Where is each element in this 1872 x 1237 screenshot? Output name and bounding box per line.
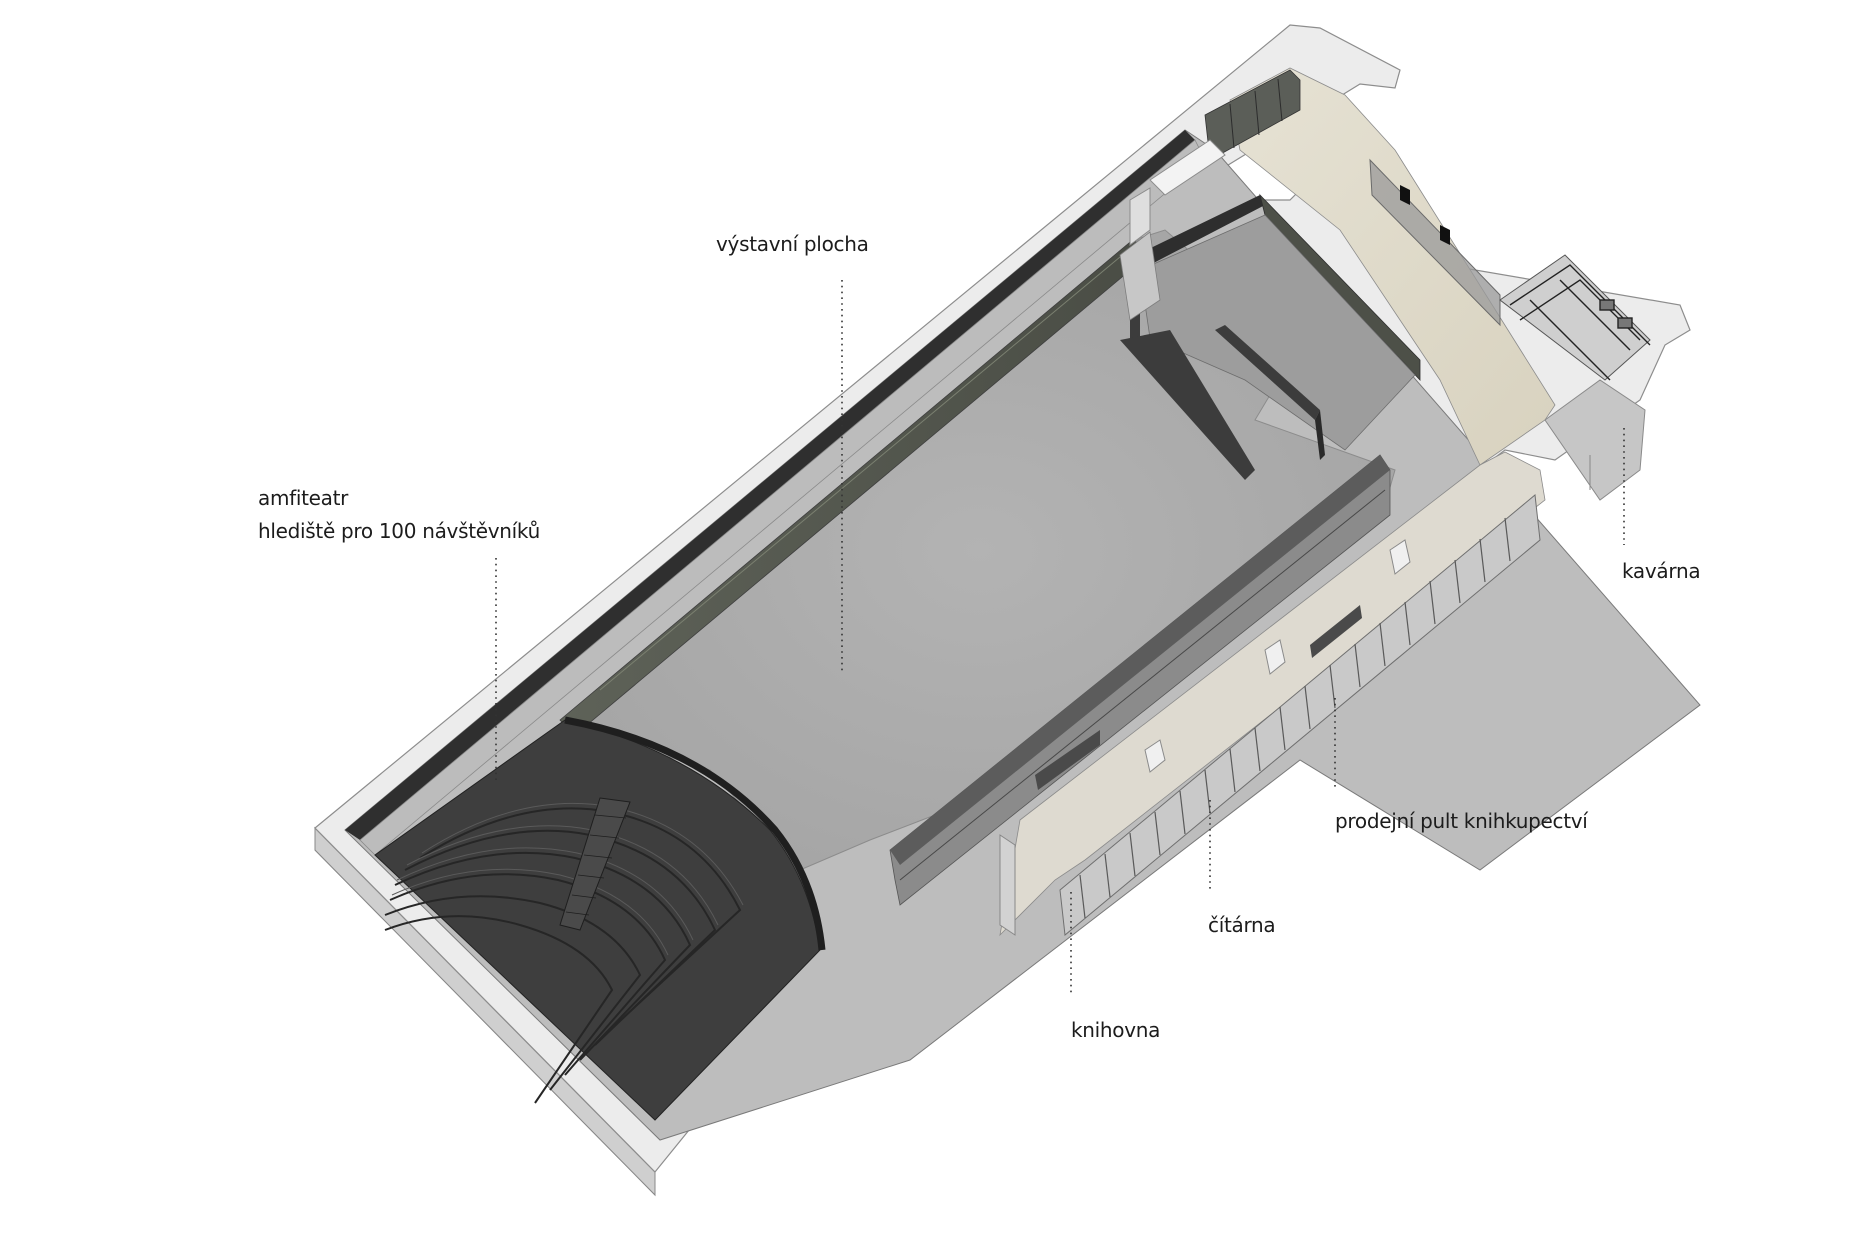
amphitheatre-stair [559,797,631,931]
partition-block-top [1130,195,1265,270]
amphitheatre-curved-wall [564,716,826,951]
label-cafe: kavárna [1622,559,1700,583]
inner-room-wall-r [1215,325,1320,420]
label-reading-room: čítárna [1208,913,1275,937]
upper-rooms [1119,139,1226,321]
upper-room-2 [1129,187,1151,246]
shelf-line [599,256,1121,691]
inner-room-wall-r2 [1315,410,1325,460]
label-exhibition: výstavní plocha [716,232,869,256]
label-amphitheatre-line2: hlediště pro 100 návštěvníků [258,519,540,543]
corridor-floor [999,451,1546,937]
corridor-pillars [1144,539,1411,773]
front-corridor [999,451,1546,937]
glazed-facade [1059,494,1541,936]
display-cabinets-top [890,455,1390,865]
stair-steps [565,814,627,916]
partition-right-panel [1259,193,1421,382]
amphitheatre-tier-highlights [391,802,744,956]
cafe-door-openings [1400,185,1450,245]
far-right-room [1544,379,1646,501]
facade-mullions [1079,517,1511,919]
exhibition-area [559,193,1421,906]
upper-room-1 [1149,139,1226,196]
counter-shelf [1310,605,1362,658]
label-library: knihovna [1071,1018,1160,1042]
upper-left-wall-dark-strip [345,130,1195,840]
cabinet-line [899,489,1386,881]
inner-room-wall-l [1120,330,1255,480]
label-amphitheatre-line1: amfiteatr [258,486,349,510]
front-entrance-block [999,834,1016,936]
labels: výstavní plocha amfiteatr hlediště pro 1… [258,232,1701,1042]
leader-lines [495,280,1625,995]
library-shelf [1035,730,1100,790]
amphitheatre [374,716,826,1121]
cafe-area [1204,67,1651,501]
cafe-window-mullions [1229,78,1283,149]
label-bookshop-counter: prodejní pult knihkupectví [1335,809,1589,833]
upper-stair [1119,231,1161,321]
kitchen-equipment [1509,264,1651,381]
